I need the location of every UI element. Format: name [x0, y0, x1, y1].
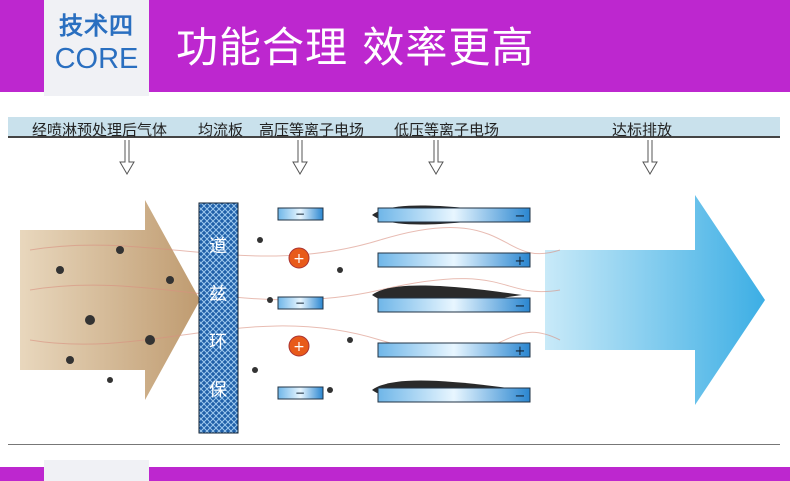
down-arrows [119, 140, 658, 175]
inflow-arrow [20, 200, 200, 400]
minus-sign: − [515, 209, 526, 224]
footer-badge [44, 460, 149, 481]
minus-sign: − [295, 207, 305, 221]
badge-cn: 技术四 [59, 12, 134, 40]
plate-char: 保 [209, 380, 227, 401]
purification-diagram: 道 兹 环 保 − − − + + − + − + − [20, 140, 765, 434]
plate-char: 环 [209, 332, 227, 353]
label-discharge: 达标排放 [612, 121, 673, 139]
page-title: 功能合理 效率更高 [176, 23, 535, 72]
minus-sign: − [295, 296, 305, 310]
section-badge: 技术四 CORE [44, 0, 149, 96]
plate-char: 兹 [209, 284, 227, 305]
flow-plate [198, 202, 239, 434]
badge-en: CORE [54, 43, 139, 75]
label-high-voltage: 高压等离子电场 [259, 121, 365, 139]
label-flow-plate: 均流板 [198, 121, 244, 139]
minus-sign: − [515, 389, 526, 404]
low-voltage-electrodes [377, 207, 531, 403]
plus-sign: + [515, 344, 526, 359]
minus-sign: − [515, 299, 526, 314]
label-low-voltage: 低压等离子电场 [394, 121, 500, 139]
plus-sign: + [293, 339, 305, 355]
plus-sign: + [515, 254, 526, 269]
divider [8, 444, 780, 445]
high-voltage-electrodes [277, 207, 324, 400]
footer-bar [0, 467, 790, 481]
plus-sign: + [293, 251, 305, 267]
plate-char: 道 [209, 236, 227, 257]
outflow-arrow [545, 195, 765, 405]
label-band [8, 117, 780, 138]
label-pretreated-gas: 经喷淋预处理后气体 [32, 121, 168, 139]
positive-ions [288, 247, 310, 357]
minus-sign: − [295, 386, 305, 400]
